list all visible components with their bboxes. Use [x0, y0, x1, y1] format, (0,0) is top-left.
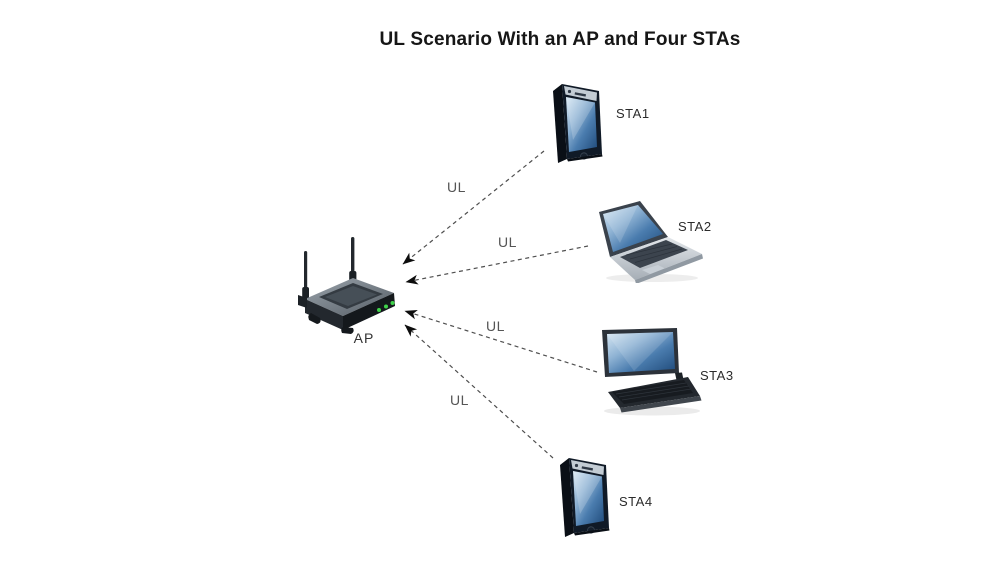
sta3-laptop-icon — [602, 328, 702, 416]
laptop-touchpad — [642, 265, 666, 274]
ul-label-sta1: UL — [447, 179, 466, 195]
sta1-label: STA1 — [616, 106, 650, 121]
phone-camera-dot — [574, 463, 579, 468]
phone-screen — [566, 97, 597, 152]
router-status-leds — [377, 301, 395, 312]
ap-router-icon — [298, 237, 395, 334]
diagram-title: UL Scenario With an AP and Four STAs — [379, 29, 741, 50]
sta4-phone-icon — [560, 458, 610, 537]
ap-label: AP — [353, 330, 375, 346]
phone-camera-dot — [567, 89, 572, 94]
phone-screen — [573, 471, 604, 526]
ul-link-sta2 — [405, 245, 589, 285]
sta1-phone-icon — [553, 84, 603, 163]
ul-label-sta3: UL — [486, 318, 505, 334]
sta4-label: STA4 — [619, 494, 653, 509]
laptop-keyboard — [620, 240, 688, 268]
ul-link-sta3 — [404, 309, 598, 373]
sta2-laptop-icon — [599, 201, 703, 283]
ul-link-sta1 — [402, 150, 545, 265]
ul-label-sta2: UL — [498, 234, 517, 250]
phone-speaker-slot — [581, 466, 593, 471]
phone-speaker-slot — [574, 92, 586, 97]
laptop-screen — [607, 332, 675, 373]
sta3-label: STA3 — [700, 368, 734, 383]
laptop-screen — [603, 205, 663, 252]
sta2-label: STA2 — [678, 219, 712, 234]
ul-link-sta4 — [404, 324, 554, 459]
router-body — [298, 278, 395, 334]
ul-label-sta4: UL — [450, 392, 469, 408]
